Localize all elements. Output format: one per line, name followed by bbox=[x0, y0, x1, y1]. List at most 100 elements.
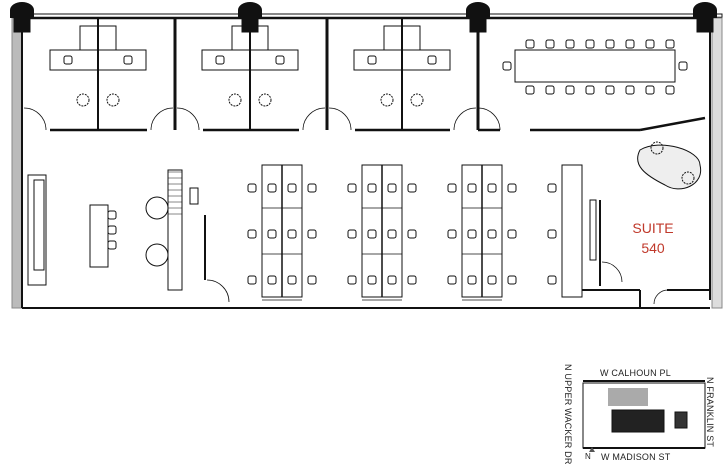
chair bbox=[367, 275, 377, 285]
chair bbox=[287, 229, 297, 239]
storage bbox=[231, 25, 269, 51]
door-swing bbox=[453, 107, 477, 131]
column bbox=[693, 2, 717, 18]
chair bbox=[410, 93, 424, 107]
chair bbox=[387, 229, 397, 239]
chair bbox=[585, 85, 595, 95]
chair bbox=[487, 229, 497, 239]
chair bbox=[545, 39, 555, 49]
chair bbox=[487, 275, 497, 285]
column bbox=[238, 2, 262, 18]
chair bbox=[625, 85, 635, 95]
chair bbox=[107, 240, 117, 250]
chair bbox=[467, 183, 477, 193]
chair bbox=[447, 275, 457, 285]
chair bbox=[380, 93, 394, 107]
chair bbox=[678, 61, 688, 71]
chair bbox=[547, 183, 557, 193]
cafe-table bbox=[145, 196, 169, 220]
key-map-core bbox=[611, 409, 665, 433]
storage bbox=[383, 25, 421, 51]
street-west: N UPPER WACKER DR bbox=[563, 364, 573, 465]
chair bbox=[267, 183, 277, 193]
cafe-table bbox=[145, 243, 169, 267]
chair bbox=[307, 275, 317, 285]
chair bbox=[347, 229, 357, 239]
chair bbox=[347, 183, 357, 193]
chair bbox=[502, 61, 512, 71]
chair bbox=[447, 183, 457, 193]
suite-number: 540 bbox=[641, 240, 665, 256]
chair bbox=[275, 55, 285, 65]
counter bbox=[167, 169, 183, 291]
chair bbox=[76, 93, 90, 107]
workstation-cluster bbox=[561, 164, 583, 298]
chair bbox=[228, 93, 242, 107]
chair bbox=[347, 275, 357, 285]
chair bbox=[507, 275, 517, 285]
door-swing bbox=[328, 107, 352, 131]
chair bbox=[665, 39, 675, 49]
chair bbox=[407, 229, 417, 239]
conference-wall bbox=[639, 116, 706, 132]
chair bbox=[525, 39, 535, 49]
chair bbox=[625, 39, 635, 49]
chair bbox=[387, 183, 397, 193]
appliance bbox=[189, 187, 199, 205]
chair bbox=[650, 141, 664, 155]
chair bbox=[367, 183, 377, 193]
chair bbox=[565, 39, 575, 49]
chair bbox=[487, 183, 497, 193]
chair bbox=[407, 275, 417, 285]
suite-label-text: SUITE bbox=[632, 220, 674, 236]
column bbox=[13, 17, 31, 33]
chair bbox=[525, 85, 535, 95]
lounge-table bbox=[637, 144, 702, 190]
kitchen-island bbox=[89, 204, 109, 268]
chair bbox=[507, 183, 517, 193]
door-swing bbox=[150, 107, 174, 131]
suite-label: SUITE 540 bbox=[628, 218, 678, 258]
door-swing bbox=[23, 107, 47, 131]
chair bbox=[63, 55, 73, 65]
door-swing bbox=[206, 279, 230, 303]
chair bbox=[645, 39, 655, 49]
chair bbox=[106, 93, 120, 107]
chair bbox=[307, 229, 317, 239]
door-swing bbox=[477, 107, 501, 131]
door-swing bbox=[302, 107, 326, 131]
chair bbox=[605, 85, 615, 95]
chair bbox=[247, 275, 257, 285]
key-map-suite-highlight bbox=[608, 388, 648, 406]
chair bbox=[565, 85, 575, 95]
chair bbox=[287, 183, 297, 193]
column bbox=[466, 2, 490, 18]
chair bbox=[247, 183, 257, 193]
chair bbox=[247, 229, 257, 239]
pantry-counter bbox=[27, 174, 47, 286]
partition bbox=[589, 199, 597, 261]
column bbox=[696, 17, 714, 33]
chair bbox=[287, 275, 297, 285]
chair bbox=[547, 229, 557, 239]
key-map-core bbox=[674, 411, 688, 429]
street-north: W CALHOUN PL bbox=[600, 368, 671, 378]
north-arrow-label: N bbox=[585, 452, 591, 461]
chair bbox=[367, 55, 377, 65]
chair bbox=[123, 55, 133, 65]
chair bbox=[547, 275, 557, 285]
chair bbox=[545, 85, 555, 95]
chair bbox=[585, 39, 595, 49]
north-arrow-icon bbox=[589, 447, 595, 452]
chair bbox=[665, 85, 675, 95]
exterior-wall-right-band bbox=[711, 17, 723, 309]
chair bbox=[307, 183, 317, 193]
chair bbox=[467, 229, 477, 239]
chair bbox=[367, 229, 377, 239]
chair bbox=[507, 229, 517, 239]
door-swing bbox=[601, 261, 623, 283]
conference-table bbox=[514, 49, 676, 83]
chair bbox=[447, 229, 457, 239]
chair bbox=[645, 85, 655, 95]
